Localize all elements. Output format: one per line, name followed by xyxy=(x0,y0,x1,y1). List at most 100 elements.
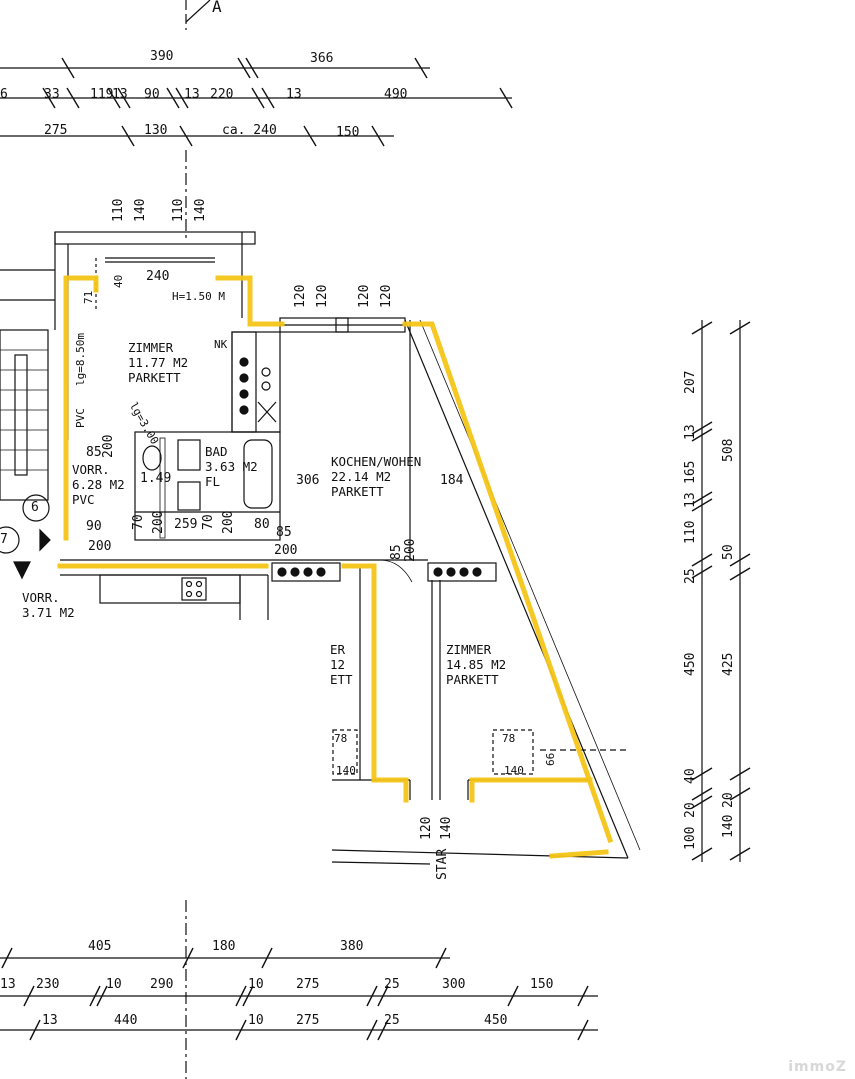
dim-top-490: 490 xyxy=(384,87,408,102)
room-zimmer-1: ZIMMER 11.77 M2 PARKETT xyxy=(128,340,188,385)
dim-259: 259 xyxy=(174,517,198,532)
dim-bottom-25b: 25 xyxy=(384,1013,400,1028)
room-vorr-2-area: 3.71 M2 xyxy=(22,605,75,620)
dim-right-20a: 20 xyxy=(683,802,698,818)
dim-wall-140b: 140 xyxy=(193,198,208,222)
dim-top-33: 33 xyxy=(44,87,60,102)
dim-85c: 85 xyxy=(389,544,404,560)
dim-140c: 140 xyxy=(439,816,454,840)
dim-wall-120d: 120 xyxy=(379,284,394,308)
dim-bottom-405: 405 xyxy=(88,939,112,954)
room-bad-name: BAD xyxy=(205,444,228,459)
dim-right-13a: 13 xyxy=(683,424,698,440)
dim-71: 71 xyxy=(82,290,95,304)
dim-right-207: 207 xyxy=(683,370,698,394)
dim-bottom-10a: 10 xyxy=(106,977,122,992)
room-zimmer-3-area: 12 xyxy=(330,657,346,672)
dim-right-140: 140 xyxy=(721,814,736,838)
dim-bottom-230: 230 xyxy=(36,977,60,992)
dim-wall-140a: 140 xyxy=(133,198,148,222)
dim-top-150: 150 xyxy=(336,125,360,140)
note-h150: H=1.50 M xyxy=(172,290,225,303)
section-marker: A xyxy=(212,0,222,16)
room-zimmer-2: ZIMMER 14.85 M2 PARKETT xyxy=(446,642,506,687)
dim-right-100: 100 xyxy=(683,826,698,850)
dim-top-130: 130 xyxy=(144,123,168,138)
note-lg850: lg=8.50m xyxy=(74,333,87,386)
dim-wall-120a: 120 xyxy=(293,284,308,308)
dim-149: 1.49 xyxy=(140,471,172,486)
room-zimmer-1-floor: PARKETT xyxy=(128,370,181,385)
room-vorr-1-area: 6.28 M2 xyxy=(72,477,125,492)
room-zimmer-3: ER 12 ETT xyxy=(330,642,353,687)
dim-120e: 120 xyxy=(419,816,434,840)
dim-bottom-150: 150 xyxy=(530,977,554,992)
room-zimmer-3-name: ER xyxy=(330,642,346,657)
dim-top-13b: 13 xyxy=(184,87,200,102)
dim-bottom-13a: 13 xyxy=(0,977,16,992)
room-kochen-area: 22.14 M2 xyxy=(331,469,392,484)
dim-wall-120b: 120 xyxy=(315,284,330,308)
dim-top-13a: 13 xyxy=(112,87,128,102)
dim-right-50: 50 xyxy=(721,544,736,560)
dim-90: 90 xyxy=(86,519,102,534)
room-bad-area: 3.63 M2 xyxy=(205,459,258,474)
dim-top-119: 119 xyxy=(90,87,114,102)
dim-240: 240 xyxy=(146,269,170,284)
dim-right-425: 425 xyxy=(721,652,736,676)
dim-140b: 140 xyxy=(504,764,524,777)
room-zimmer-1-name: ZIMMER xyxy=(128,340,174,355)
dim-78b: 78 xyxy=(502,732,516,745)
dim-bottom-290: 290 xyxy=(150,977,174,992)
dim-bottom-440: 440 xyxy=(114,1013,138,1028)
dim-top-ca240: ca. 240 xyxy=(222,123,277,138)
dim-bottom-180: 180 xyxy=(212,939,236,954)
note-pvc-1: PVC xyxy=(74,408,87,428)
dim-top-6: 6 xyxy=(0,87,8,102)
dim-top-366: 366 xyxy=(310,51,334,66)
dim-top-220: 220 xyxy=(210,87,234,102)
dim-right-508: 508 xyxy=(721,438,736,462)
room-bad-floor: FL xyxy=(205,474,221,489)
dim-wall-120c: 120 xyxy=(357,284,372,308)
dim-right-40: 40 xyxy=(683,768,698,784)
dim-200a: 200 xyxy=(101,434,116,458)
note-nk: NK xyxy=(214,338,228,351)
room-bad: BAD 3.63 M2 FL xyxy=(205,444,258,489)
dim-right-20b: 20 xyxy=(721,792,736,808)
room-vorr-1-name: VORR. xyxy=(72,462,110,477)
circle-marker-7: 7 xyxy=(0,532,8,547)
dim-bottom-275b: 275 xyxy=(296,1013,320,1028)
room-kochen-wohen: KOCHEN/WOHEN 22.14 M2 PARKETT xyxy=(331,454,421,499)
dim-top-13c: 13 xyxy=(286,87,302,102)
room-vorr-1-floor: PVC xyxy=(72,492,95,507)
dim-184: 184 xyxy=(440,473,464,488)
dim-200c: 200 xyxy=(151,510,166,534)
room-kochen-name: KOCHEN/WOHEN xyxy=(331,454,422,469)
room-zimmer-2-area: 14.85 M2 xyxy=(446,657,507,672)
dim-bottom-450: 450 xyxy=(484,1013,508,1028)
note-stair: STAR xyxy=(435,848,450,880)
dim-70b: 70 xyxy=(201,514,216,530)
dim-140a: 140 xyxy=(336,764,356,777)
dim-bottom-10c: 10 xyxy=(248,1013,264,1028)
dim-top-390: 390 xyxy=(150,49,174,64)
dim-80: 80 xyxy=(254,517,270,532)
dim-right-110: 110 xyxy=(683,520,698,544)
dim-right-25: 25 xyxy=(683,568,698,584)
dim-bottom-300: 300 xyxy=(442,977,466,992)
dim-bottom-275a: 275 xyxy=(296,977,320,992)
room-zimmer-1-area: 11.77 M2 xyxy=(128,355,189,370)
dim-200f: 200 xyxy=(403,538,418,562)
watermark: immoZ xyxy=(788,1059,847,1075)
dim-bottom-25a: 25 xyxy=(384,977,400,992)
dim-200d: 200 xyxy=(221,510,236,534)
room-vorr-2: VORR. 3.71 M2 xyxy=(22,590,75,620)
dim-wall-110b: 110 xyxy=(171,198,186,222)
dim-bottom-380: 380 xyxy=(340,939,364,954)
dim-66: 66 xyxy=(544,752,557,766)
dim-85b: 85 xyxy=(276,525,292,540)
dim-right-13b: 13 xyxy=(683,492,698,508)
dim-70a: 70 xyxy=(131,514,146,530)
